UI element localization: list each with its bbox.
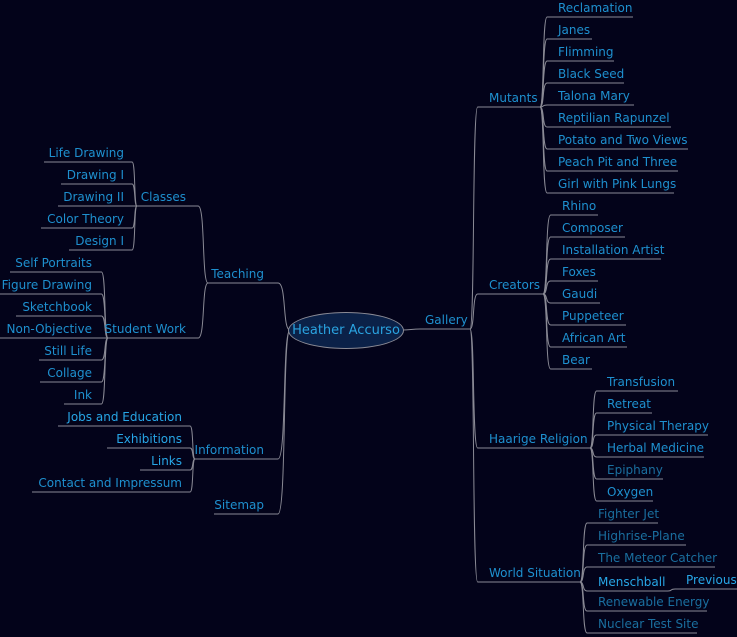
leaf-node[interactable]: Bear bbox=[562, 353, 590, 367]
leaf-node[interactable]: Fighter Jet bbox=[598, 507, 660, 521]
connector-line bbox=[469, 328, 484, 449]
leaf-node[interactable]: Transfusion bbox=[607, 375, 676, 389]
connector-line bbox=[539, 38, 553, 108]
connector-line bbox=[128, 183, 138, 207]
connector-line bbox=[579, 566, 593, 583]
leaf-node[interactable]: Figure Drawing bbox=[1, 278, 92, 292]
connector-line bbox=[542, 280, 557, 295]
connector-line bbox=[589, 390, 602, 449]
connector-line bbox=[542, 258, 557, 295]
connector-line bbox=[128, 205, 138, 251]
leaf-node[interactable]: Foxes bbox=[562, 265, 596, 279]
leaf-node[interactable]: Talona Mary bbox=[558, 89, 630, 103]
information-node[interactable]: Information bbox=[194, 443, 264, 457]
leaf-node[interactable]: Drawing II bbox=[63, 190, 124, 204]
connector-line bbox=[539, 82, 553, 108]
leaf-node[interactable]: Installation Artist bbox=[562, 243, 665, 257]
connector-line bbox=[589, 412, 602, 449]
previous-node[interactable]: Previous bbox=[686, 573, 737, 587]
leaf-node[interactable]: Gaudi bbox=[562, 287, 598, 301]
connector-line bbox=[469, 106, 484, 330]
central-node[interactable]: Heather Accurso bbox=[288, 312, 404, 349]
connector-line bbox=[579, 581, 593, 634]
leaf-node[interactable]: Oxygen bbox=[607, 485, 654, 499]
leaf-node[interactable]: Composer bbox=[562, 221, 623, 235]
connector-line bbox=[268, 282, 291, 331]
connector-line bbox=[579, 522, 593, 583]
leaf-node[interactable]: Highrise-Plane bbox=[598, 529, 685, 543]
leaf-node[interactable]: Ink bbox=[73, 388, 92, 402]
leaf-node[interactable]: Renewable Energy bbox=[598, 595, 710, 609]
leaf-node[interactable]: Exhibitions bbox=[116, 432, 182, 446]
connector-line bbox=[190, 282, 209, 339]
leaf-node[interactable]: Girl with Pink Lungs bbox=[558, 177, 677, 191]
mutants-node[interactable]: Mutants bbox=[489, 91, 538, 105]
connector-line bbox=[542, 293, 557, 370]
leaf-node[interactable]: Non-Objective bbox=[6, 322, 93, 336]
leaf-node[interactable]: Reclamation bbox=[558, 1, 633, 15]
connector-line bbox=[469, 293, 484, 330]
creators-node[interactable]: Creators bbox=[489, 278, 541, 292]
connector-line bbox=[186, 447, 196, 460]
leaf-node[interactable]: Rhino bbox=[562, 199, 597, 213]
connector-line bbox=[96, 315, 109, 339]
connector-line bbox=[539, 60, 553, 108]
leaf-node[interactable]: Color Theory bbox=[47, 212, 124, 226]
leaf-node[interactable]: Collage bbox=[47, 366, 92, 380]
connector-line bbox=[579, 544, 593, 583]
connector-line bbox=[667, 588, 681, 592]
sitemap-node[interactable]: Sitemap bbox=[214, 498, 264, 512]
leaf-node[interactable]: Sketchbook bbox=[22, 300, 92, 314]
connector-line bbox=[186, 458, 196, 493]
leaf-node[interactable]: Retreat bbox=[607, 397, 651, 411]
leaf-node[interactable]: Flimming bbox=[558, 45, 614, 59]
leaf-node[interactable]: Menschball bbox=[598, 575, 666, 589]
connector-line bbox=[542, 214, 557, 295]
leaf-node[interactable]: The Meteor Catcher bbox=[598, 551, 718, 565]
connector-line bbox=[96, 337, 109, 405]
connector-line bbox=[469, 328, 484, 583]
leaf-node[interactable]: Potato and Two Views bbox=[558, 133, 688, 147]
leaf-node[interactable]: Epiphany bbox=[607, 463, 663, 477]
leaf-node[interactable]: Still Life bbox=[44, 344, 92, 358]
connector-line bbox=[190, 205, 209, 284]
connector-line bbox=[542, 236, 557, 295]
leaf-node[interactable]: Design I bbox=[75, 234, 124, 248]
connector-line bbox=[401, 328, 421, 331]
leaf-node[interactable]: Life Drawing bbox=[48, 146, 124, 160]
leaf-node[interactable]: Puppeteer bbox=[562, 309, 624, 323]
leaf-node[interactable]: Black Seed bbox=[558, 67, 625, 81]
leaf-node[interactable]: Herbal Medicine bbox=[607, 441, 705, 455]
connector-line bbox=[589, 447, 602, 502]
leaf-node[interactable]: Peach Pit and Three bbox=[558, 155, 678, 169]
student-work-node[interactable]: Student Work bbox=[104, 322, 186, 336]
classes-node[interactable]: Classes bbox=[140, 190, 186, 204]
leaf-node[interactable]: Jobs and Education bbox=[67, 410, 182, 424]
leaf-node[interactable]: Contact and Impressum bbox=[38, 476, 182, 490]
connector-line bbox=[268, 329, 291, 515]
leaf-node[interactable]: Physical Therapy bbox=[607, 419, 709, 433]
leaf-node[interactable]: Nuclear Test Site bbox=[598, 617, 699, 631]
teaching-node[interactable]: Teaching bbox=[211, 267, 264, 281]
leaf-node[interactable]: Self Portraits bbox=[15, 256, 92, 270]
leaf-node[interactable]: Reptilian Rapunzel bbox=[558, 111, 670, 125]
connector-line bbox=[589, 434, 602, 449]
gallery-node[interactable]: Gallery bbox=[425, 313, 468, 327]
leaf-node[interactable]: African Art bbox=[562, 331, 626, 345]
connector-line bbox=[539, 106, 553, 194]
connector-line bbox=[539, 104, 553, 108]
religion-node[interactable]: Haarige Religion bbox=[489, 432, 588, 446]
world-node[interactable]: World Situation bbox=[489, 566, 581, 580]
leaf-node[interactable]: Drawing I bbox=[66, 168, 124, 182]
leaf-node[interactable]: Links bbox=[151, 454, 182, 468]
leaf-node[interactable]: Janes bbox=[558, 23, 591, 37]
